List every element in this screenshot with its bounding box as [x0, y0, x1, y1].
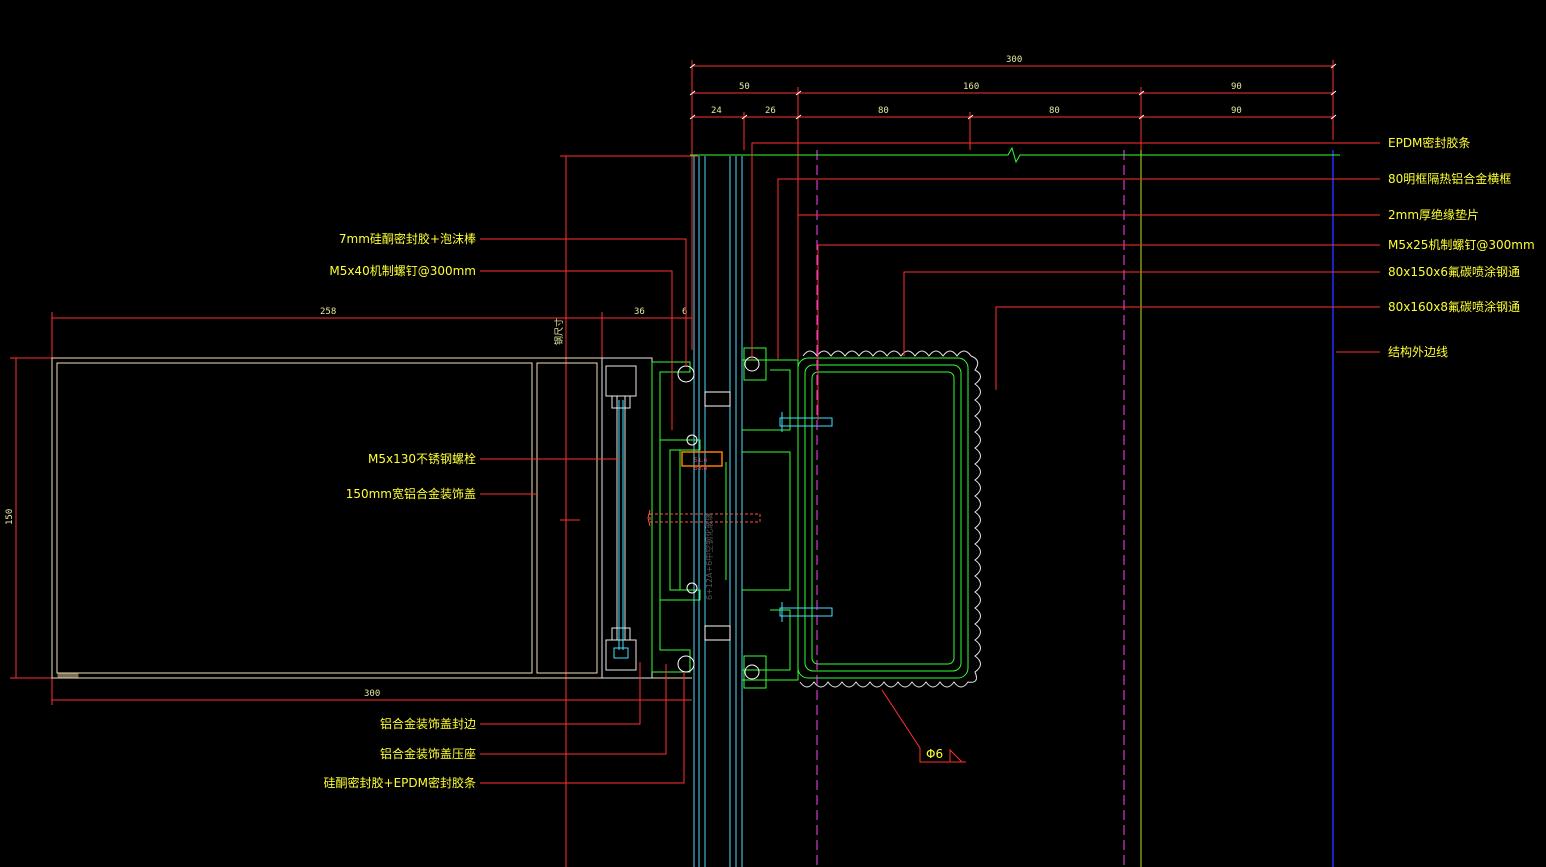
label-silicone-foam: 7mm硅酮密封胶+泡沫棒: [339, 231, 476, 246]
tiny-dim-2: 55.8: [694, 465, 708, 472]
dim-6: 6: [682, 307, 687, 317]
aluminum-decorative-cover[interactable]: [51, 357, 692, 679]
label-transom: 80明框隔热铝合金横框: [1388, 171, 1511, 186]
label-epdm-seal: EPDM密封胶条: [1388, 135, 1470, 150]
pressure-plate-profile[interactable]: [651, 361, 701, 673]
label-silicone-epdm: 硅酮密封胶+EPDM密封胶条: [324, 775, 476, 790]
weld-symbol: Φ6: [926, 747, 943, 761]
label-cover-base: 铝合金装饰盖压座: [380, 746, 476, 761]
glass-spec-text: 6+12A+6中空钢化玻璃: [704, 513, 714, 600]
thermal-clip: [681, 451, 723, 467]
dim-150: 150: [5, 509, 15, 525]
label-m5x40-screw: M5x40机制螺钉@300mm: [329, 264, 476, 278]
cover-clamp-bracket[interactable]: [601, 357, 653, 679]
label-cover-edge: 铝合金装饰盖封边: [380, 716, 476, 731]
label-steel-80x160: 80x160x8氟碳喷涂钢通: [1388, 299, 1520, 314]
green-break-line: [690, 146, 1340, 164]
dim-90-a: 90: [1231, 82, 1242, 92]
left-dimension-lines: [10, 155, 698, 867]
dim-160: 160: [963, 82, 979, 92]
label-insulating-pad: 2mm厚绝缘垫片: [1388, 207, 1479, 222]
dim-50: 50: [739, 82, 750, 92]
dim-36: 36: [634, 307, 645, 317]
glass-spacer-top: [704, 391, 731, 641]
tiny-dim-1: 51.6: [694, 457, 708, 464]
epdm-gaskets: [677, 356, 760, 680]
dim-26: 26: [765, 106, 776, 116]
label-steel-80x150: 80x150x6氟碳喷涂钢通: [1388, 264, 1520, 279]
label-decorative-cover: 150mm宽铝合金装饰盖: [346, 486, 476, 501]
label-m5x130-bolt: M5x130不锈钢螺栓: [368, 451, 476, 466]
dim-300-bottom: 300: [364, 689, 380, 699]
top-dimension-arrows: [689, 63, 1337, 120]
label-m5x25-screw: M5x25机制螺钉@300mm: [1388, 238, 1535, 252]
dim-258: 258: [320, 307, 336, 317]
dim-24: 24: [711, 106, 722, 116]
steel-tube-80x160[interactable]: [797, 357, 969, 679]
thermal-break-transom[interactable]: [725, 347, 799, 689]
dim-vertical-label: 钢尺寸: [553, 318, 565, 345]
dim-80-a: 80: [878, 106, 889, 116]
leader-lines: [480, 142, 1380, 784]
m5x25-screws[interactable]: [779, 412, 833, 622]
dim-90-b: 90: [1231, 106, 1242, 116]
dim-300-top: 300: [1006, 55, 1022, 65]
fireproof-wrap: [799, 350, 981, 688]
glass-unit-lines: [693, 156, 743, 867]
stainless-bolt-m5x130[interactable]: [613, 400, 629, 659]
dim-80-b: 80: [1049, 106, 1060, 116]
label-structure-edge: 结构外边线: [1388, 344, 1448, 359]
m5x40-screw[interactable]: [647, 509, 761, 527]
